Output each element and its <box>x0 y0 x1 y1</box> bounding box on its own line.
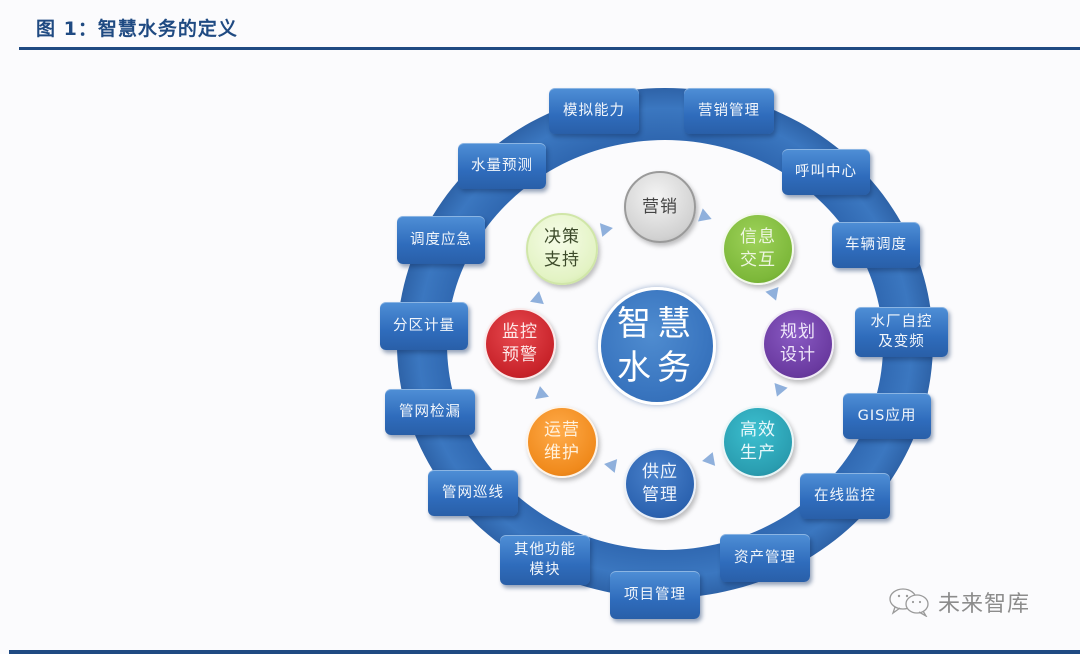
ring-box-leak-detection: 管网检漏 <box>385 389 475 435</box>
center-node-smart-water: 智慧 水务 <box>598 287 716 405</box>
ring-box-water-forecast: 水量预测 <box>458 143 546 189</box>
watermark-label: 未来智库 <box>938 592 1031 617</box>
ring-box-gis: GIS应用 <box>843 393 931 439</box>
cycle-node-supply-management: 供应 管理 <box>624 448 696 520</box>
cycle-arrow-icon <box>602 457 618 473</box>
ring-box-emergency-dispatch: 调度应急 <box>397 216 485 264</box>
title-divider <box>19 47 1080 50</box>
watermark: 未来智库 <box>888 586 1030 618</box>
ring-box-plant-control: 水厂自控 及变频 <box>855 307 948 357</box>
ring-box-district-metering: 分区计量 <box>380 302 468 350</box>
ring-box-project-management: 项目管理 <box>610 571 700 619</box>
figure-title: 图 1：智慧水务的定义 <box>36 18 238 40</box>
cycle-node-decision-support: 决策 支持 <box>526 213 598 285</box>
ring-box-vehicle-dispatch: 车辆调度 <box>832 222 920 268</box>
cycle-node-efficient-production: 高效 生产 <box>722 406 794 478</box>
cycle-arrow-icon <box>530 289 546 305</box>
cycle-arrow-icon <box>533 384 549 400</box>
wechat-icon <box>889 588 929 617</box>
cycle-node-planning-design: 规划 设计 <box>762 308 834 380</box>
ring-box-marketing-management: 营销管理 <box>684 88 774 134</box>
cycle-node-operation-maintenance: 运营 维护 <box>526 406 598 478</box>
cycle-node-info-exchange: 信息 交互 <box>722 213 794 285</box>
bottom-divider <box>9 650 1080 654</box>
cycle-node-marketing: 营销 <box>624 171 696 243</box>
cycle-arrow-icon <box>700 452 716 468</box>
ring-box-other-modules: 其他功能 模块 <box>500 535 590 585</box>
ring-box-asset-management: 资产管理 <box>720 534 810 582</box>
cycle-arrow-icon <box>599 221 615 237</box>
cycle-node-monitoring-alert: 监控 预警 <box>484 308 556 380</box>
ring-box-simulation: 模拟能力 <box>549 88 639 134</box>
ring-box-pipe-patrol: 管网巡线 <box>428 470 518 516</box>
ring-box-call-center: 呼叫中心 <box>782 149 870 195</box>
ring-box-online-monitoring: 在线监控 <box>800 473 890 519</box>
